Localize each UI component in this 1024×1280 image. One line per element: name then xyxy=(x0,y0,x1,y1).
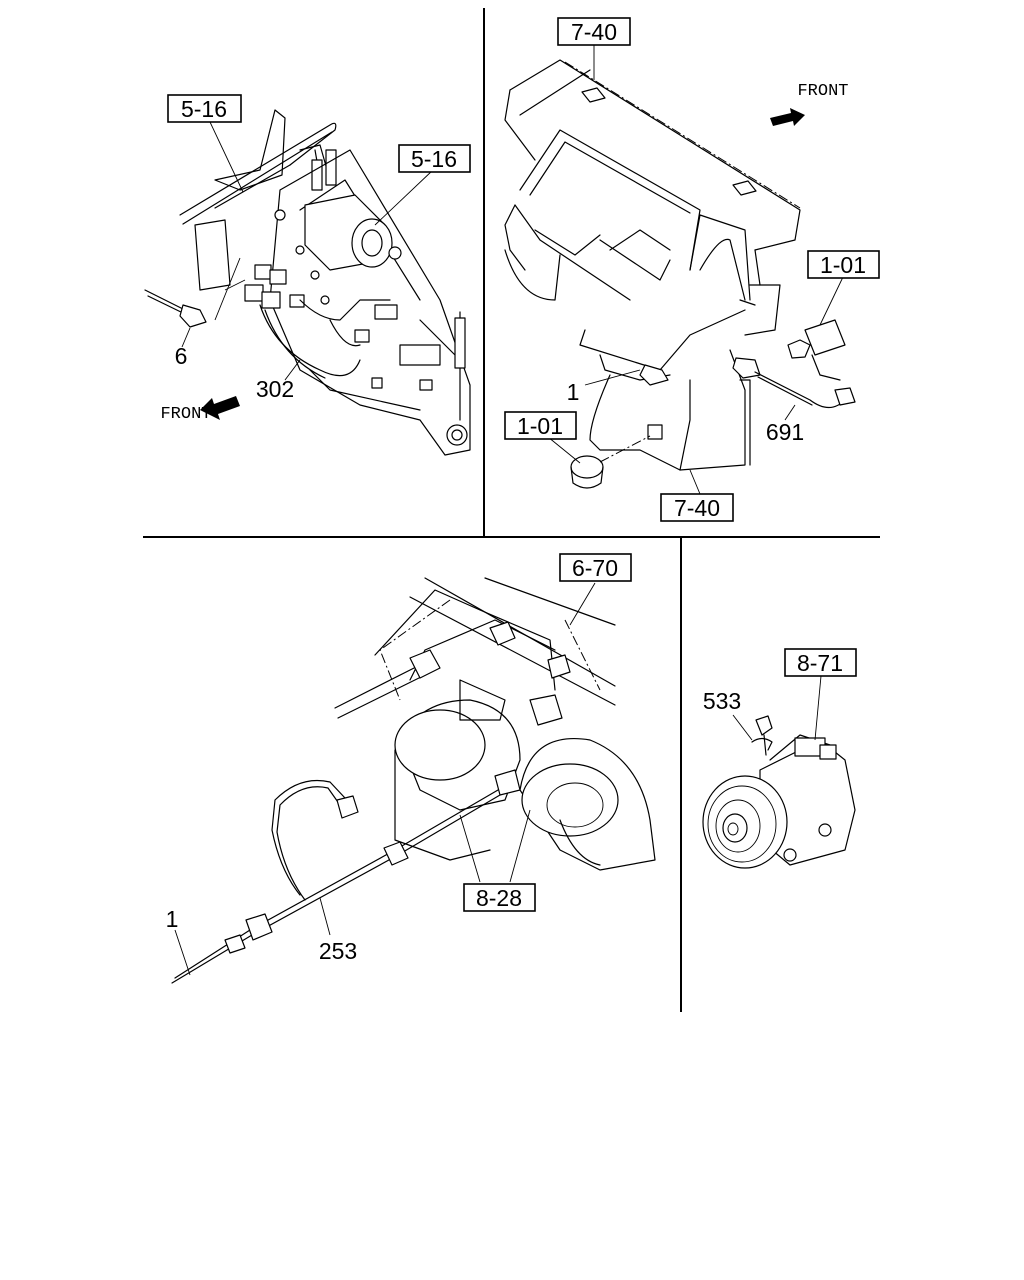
part-number-533: 533 xyxy=(703,688,741,714)
p4-labels: 8-71 533 xyxy=(703,648,857,714)
ref-label-8-28: 8-28 xyxy=(476,885,522,911)
part-number-1: 1 xyxy=(567,379,580,405)
panel-dash-switch xyxy=(504,45,856,495)
ref-label-1-01-left: 1-01 xyxy=(517,413,563,439)
panel-horn-harness xyxy=(171,577,656,984)
part-number-302: 302 xyxy=(256,376,294,402)
ref-label-7-40-top: 7-40 xyxy=(571,19,617,45)
panel-dividers xyxy=(143,8,880,1012)
front-label: FRONT xyxy=(160,405,211,424)
part-number-6: 6 xyxy=(175,343,188,369)
panel-compressor xyxy=(702,675,856,869)
ref-label-8-71: 8-71 xyxy=(797,650,843,676)
ref-label-1-01-right: 1-01 xyxy=(820,252,866,278)
part-number-253: 253 xyxy=(319,938,357,964)
p3-labels: 6-70 8-28 253 1 xyxy=(166,553,632,964)
ref-label-6-70: 6-70 xyxy=(572,555,618,581)
panel-blower-harness xyxy=(144,109,471,456)
front-arrow-icon xyxy=(200,396,240,420)
ref-label-5-16-a: 5-16 xyxy=(181,96,227,122)
front-arrow-icon xyxy=(770,108,805,126)
part-number-691: 691 xyxy=(766,419,804,445)
p2-labels: 7-40 1-01 1-01 7-40 1 691 FRONT xyxy=(504,17,880,522)
ref-label-5-16-b: 5-16 xyxy=(411,146,457,172)
front-label: FRONT xyxy=(797,82,848,101)
p1-labels: 5-16 5-16 6 302 FRONT xyxy=(160,94,471,424)
part-number-1: 1 xyxy=(166,906,179,932)
ref-label-7-40-bottom: 7-40 xyxy=(674,495,720,521)
